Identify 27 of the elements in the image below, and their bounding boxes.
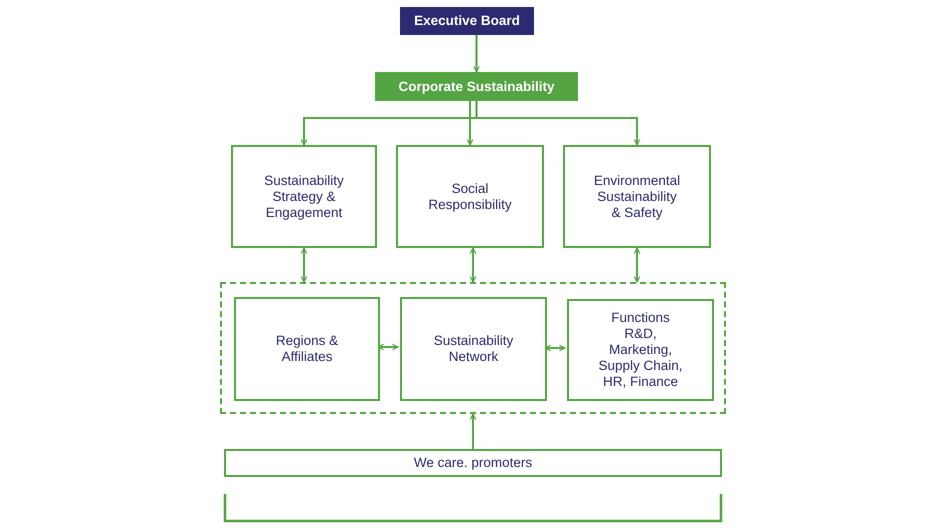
arrow bbox=[300, 247, 308, 283]
org-box bbox=[224, 449, 722, 477]
org-unit-box bbox=[400, 7, 534, 35]
arrow bbox=[473, 35, 480, 73]
box-title: Environmental Sustainability & Safety bbox=[592, 172, 682, 220]
arrow bbox=[476, 101, 640, 146]
box-title: Regions & Affiliates bbox=[274, 333, 340, 365]
box-title: Sustainability Strategy & Engagement bbox=[263, 172, 345, 220]
box-title: Sustainability Network bbox=[432, 333, 514, 365]
org-unit-box bbox=[375, 72, 578, 101]
org-box bbox=[567, 299, 714, 401]
arrow bbox=[466, 101, 474, 146]
org-box bbox=[231, 145, 377, 248]
box-title: Corporate Sustainability bbox=[398, 78, 555, 94]
org-box bbox=[563, 145, 711, 248]
org-box bbox=[234, 297, 380, 401]
arrow bbox=[470, 413, 476, 449]
org-box bbox=[400, 297, 547, 401]
dashed-group-box bbox=[220, 282, 726, 414]
arrow bbox=[470, 247, 476, 283]
arrow bbox=[634, 247, 640, 283]
box-title: Social Responsibility bbox=[427, 180, 513, 212]
box-text: R&D, Marketing, Supply Chain, HR, Finance bbox=[597, 326, 684, 390]
org-box bbox=[396, 145, 544, 248]
box-title: Executive Board bbox=[414, 13, 520, 29]
box-title: We care. promoters bbox=[414, 455, 532, 471]
box-title: Functions bbox=[611, 310, 670, 326]
